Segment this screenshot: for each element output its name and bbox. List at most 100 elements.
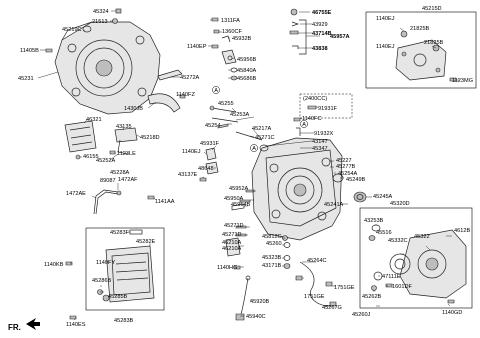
clip-43929[interactable] — [291, 21, 300, 27]
label-45254: 45254 — [205, 123, 221, 129]
label-1751ge-b: 1751GE — [304, 294, 325, 300]
label-45940c: 45940C — [246, 314, 266, 320]
stud-45952a[interactable] — [245, 189, 255, 193]
bolt-1140ep[interactable] — [211, 44, 219, 49]
seal-45219c[interactable] — [82, 25, 92, 33]
gasket-45283f[interactable] — [129, 229, 143, 235]
label-1430jb: 1430JB — [124, 106, 143, 112]
bracket-48648[interactable] — [205, 161, 219, 175]
bracket-43135[interactable] — [114, 127, 138, 155]
label-46755e: 46755E — [312, 10, 332, 16]
label-21825b-b: 21825B — [424, 40, 444, 46]
label-47111e: 47111E — [382, 274, 401, 280]
bracket-45932b[interactable] — [221, 35, 231, 43]
label-46210a-a: 46210A — [222, 240, 242, 246]
label-45264c: 45264C — [307, 258, 327, 264]
valve-45956b[interactable] — [221, 49, 237, 65]
label-46210a-b: 46210A — [222, 246, 242, 252]
bolt-43137e[interactable] — [199, 177, 207, 182]
oil-pan-part[interactable] — [102, 245, 155, 303]
shift-lever-45253a[interactable] — [209, 105, 239, 123]
label-45271c: 45271C — [255, 135, 275, 141]
heat-shield-part[interactable] — [147, 93, 186, 113]
breather-91932x[interactable] — [296, 127, 301, 136]
label-45840a: 45840A — [237, 68, 257, 74]
sensor-91931f[interactable] — [307, 105, 317, 110]
sensor-45931f[interactable] — [205, 147, 217, 161]
bolt-1140hg[interactable] — [233, 265, 241, 270]
shaft-43714b[interactable] — [289, 30, 299, 35]
label-1140kb: 1140KB — [44, 262, 64, 268]
transmission-case-45241a[interactable] — [251, 137, 343, 241]
label-45686b: 45686B — [237, 76, 257, 82]
bolt-46155[interactable] — [75, 154, 81, 160]
seal-45516[interactable] — [368, 235, 376, 241]
transfer-case-part[interactable] — [399, 229, 467, 299]
stud-45950a[interactable] — [239, 199, 251, 203]
bolt-1140es[interactable] — [69, 315, 77, 320]
plug-21513[interactable] — [112, 18, 118, 24]
bracket-45272a[interactable] — [157, 69, 183, 81]
shaft-45271c[interactable] — [235, 131, 263, 141]
converter-housing-part[interactable] — [54, 21, 161, 115]
oil-pipe-1472ae[interactable] — [93, 189, 122, 215]
label-45320d: 45320D — [390, 201, 410, 207]
label-46155: 46155 — [83, 154, 99, 160]
leader-lines — [37, 10, 460, 321]
bracket-45957a[interactable] — [299, 19, 307, 55]
wiring-harness-45264c[interactable] — [295, 261, 337, 307]
label-45283b: 45283B — [114, 318, 134, 324]
svg-text:FR.: FR. — [8, 323, 21, 332]
label-45267g: 45267G — [322, 305, 342, 311]
pin-45271d[interactable] — [235, 225, 247, 229]
bolt-1140kb[interactable] — [65, 261, 73, 266]
plate-45954b[interactable] — [231, 203, 245, 211]
seal-43171b[interactable] — [283, 263, 291, 269]
label-1140ej-mid: 1140EJ — [182, 149, 201, 155]
label-1472ae: 1472AE — [66, 191, 86, 197]
plug-21825b-a[interactable] — [400, 30, 408, 38]
label-45323b: 45323B — [262, 255, 282, 261]
label-45277b: 45277B — [336, 164, 356, 170]
label-43137e: 43137E — [178, 172, 198, 178]
label-43147: 43147 — [312, 139, 328, 145]
svg-text:A: A — [252, 146, 256, 152]
pin-45254[interactable] — [217, 123, 229, 129]
label-1140ep: 1140EP — [187, 44, 207, 50]
oil-filter-46321[interactable] — [64, 120, 97, 153]
bracket-46210a[interactable] — [225, 237, 241, 257]
plug-45262b[interactable] — [371, 285, 377, 291]
label-91931f: 91931F — [318, 106, 338, 112]
seal-45245a[interactable] — [353, 191, 367, 203]
label-45931f: 45931F — [200, 141, 220, 147]
shift-cable-45920b[interactable] — [235, 275, 251, 321]
pin-45271d-b[interactable] — [235, 233, 247, 237]
box-2400cc — [299, 93, 353, 119]
bolt-1123le[interactable] — [109, 150, 116, 155]
seal-47111e[interactable] — [373, 271, 383, 281]
label-1140ej-b: 1140EJ — [376, 44, 395, 50]
bolt-11405b[interactable] — [45, 48, 53, 53]
bolt-45324[interactable] — [115, 8, 122, 14]
label-45285b: 45285B — [108, 294, 128, 300]
bolt-1311fa[interactable] — [211, 17, 219, 22]
clip-43838[interactable] — [292, 45, 299, 49]
label-2400cc: (2400CC) — [303, 96, 327, 102]
label-45255: 45255 — [218, 101, 234, 107]
label-45218d: 45218D — [140, 135, 160, 141]
bolt-1140gd[interactable] — [447, 299, 455, 304]
bolt-1123mg[interactable] — [449, 77, 457, 82]
label-45262b: 45262B — [362, 294, 382, 300]
bolt-1140fc[interactable] — [293, 117, 301, 122]
plug-46755e[interactable] — [290, 8, 298, 16]
seal-45260[interactable] — [283, 242, 291, 248]
bolt-1360cf[interactable] — [213, 29, 220, 34]
label-1123le: 1123LE — [117, 151, 136, 157]
seal-45323b[interactable] — [283, 255, 291, 261]
box-45320d — [359, 207, 473, 309]
bolt-1141aa[interactable] — [147, 195, 155, 200]
label-45228a: 45228A — [110, 170, 130, 176]
label-89087: 89087 — [100, 178, 116, 184]
seal-43147[interactable] — [259, 144, 269, 152]
label-45252a: 45252A — [96, 158, 116, 164]
